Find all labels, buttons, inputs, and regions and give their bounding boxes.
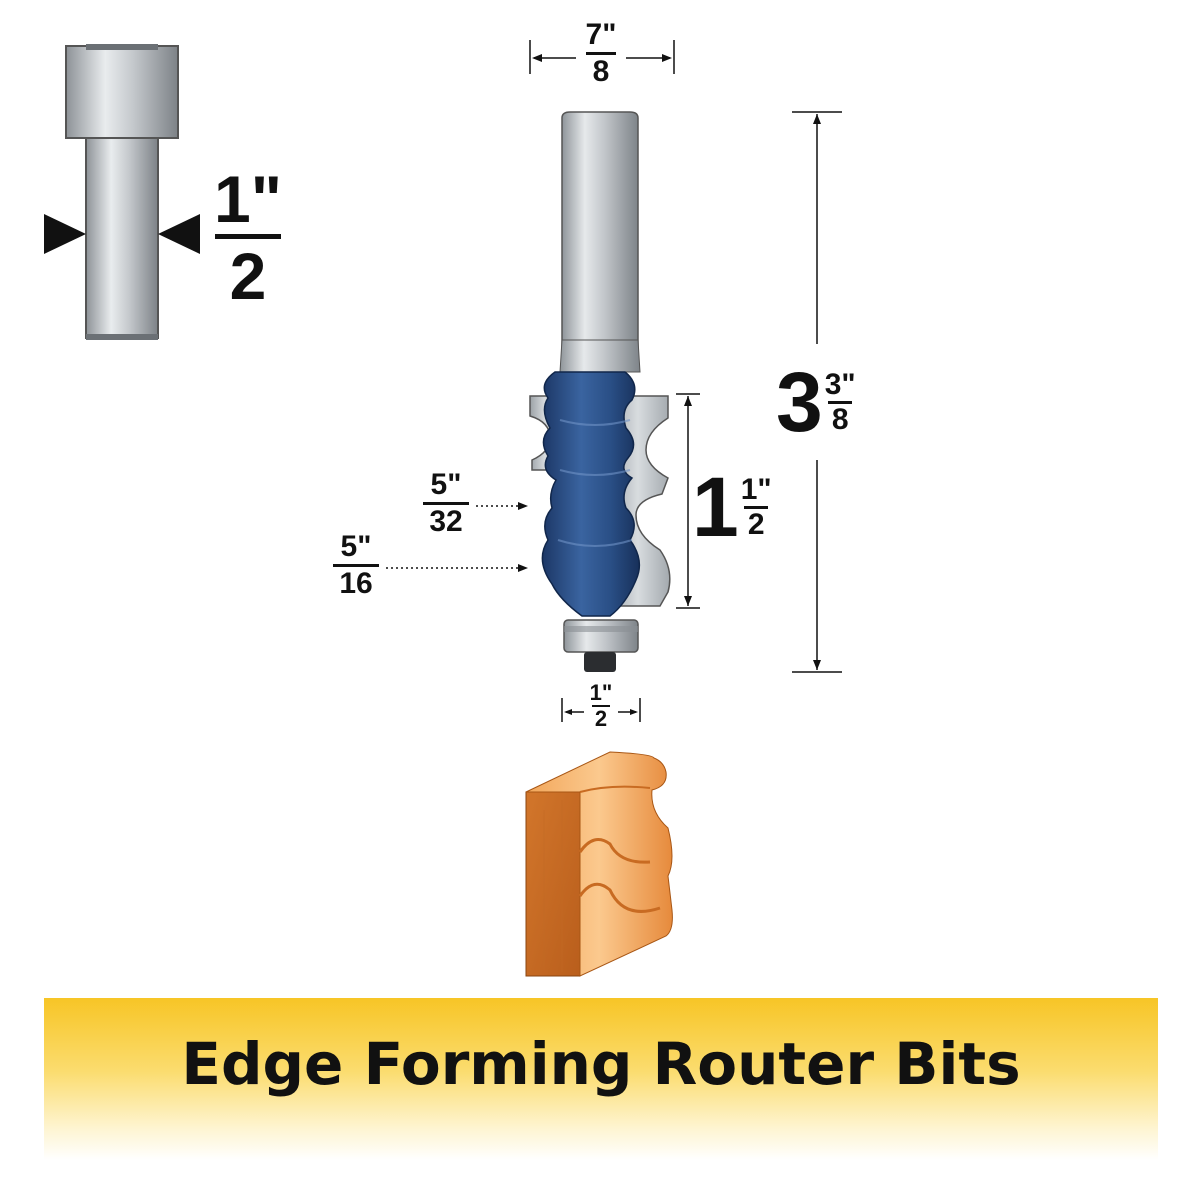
shank-diagram: [44, 44, 200, 340]
cutting-length-dimension: [676, 393, 700, 609]
shank-taper: [559, 339, 641, 373]
cutting-length-label: 1 1" 2: [692, 462, 792, 552]
banner-title: Edge Forming Router Bits: [181, 1030, 1021, 1098]
overall-length-numerator: 3": [824, 367, 856, 401]
overall-length-dimension: [792, 111, 842, 673]
cutting-length-whole: 1: [692, 460, 739, 554]
bearing-screw: [584, 652, 616, 672]
lower-radius-denominator: 16: [339, 567, 373, 600]
upper-radius-leader: [476, 502, 528, 510]
lower-radius-label: 5" 16: [328, 532, 384, 599]
router-bit: [386, 40, 842, 722]
banner: [44, 998, 1158, 1160]
lower-radius-numerator: 5": [340, 530, 372, 563]
bearing-diameter-numerator: 1": [589, 680, 613, 705]
cutting-diameter-label: 7" 8: [576, 20, 626, 87]
upper-radius-denominator: 32: [429, 505, 463, 538]
collet-icon: [65, 44, 179, 340]
right-arrow-icon: [158, 214, 200, 254]
upper-radius-numerator: 5": [430, 468, 462, 501]
cutter-body: [541, 371, 641, 617]
wood-profile-face: [525, 751, 673, 977]
overall-length-label: 3 3" 8: [776, 352, 886, 452]
bearing-diameter-denominator: 2: [594, 706, 608, 731]
wood-profile-sample: [525, 751, 673, 977]
cutting-length-numerator: 1": [740, 472, 772, 506]
bearing-diameter-label: 1" 2: [584, 682, 618, 730]
lower-radius-leader: [386, 564, 528, 572]
shank-diameter-label: 1" 2: [208, 166, 288, 309]
cutting-diameter-dimension: [529, 40, 675, 74]
cutting-length-denominator: 2: [747, 507, 765, 541]
cutting-diameter-numerator: 7": [585, 18, 617, 51]
overall-length-whole: 3: [776, 355, 823, 449]
cutting-diameter-denominator: 8: [592, 55, 610, 88]
shank: [561, 111, 639, 351]
left-arrow-icon: [44, 214, 86, 254]
upper-radius-label: 5" 32: [418, 470, 474, 537]
overall-length-denominator: 8: [831, 402, 849, 436]
shank-numerator: 1": [214, 162, 282, 236]
bearing-diameter-dimension: [561, 698, 641, 722]
bearing: [563, 619, 639, 653]
wood-front-face: [525, 791, 581, 977]
shank-denominator: 2: [229, 239, 267, 313]
